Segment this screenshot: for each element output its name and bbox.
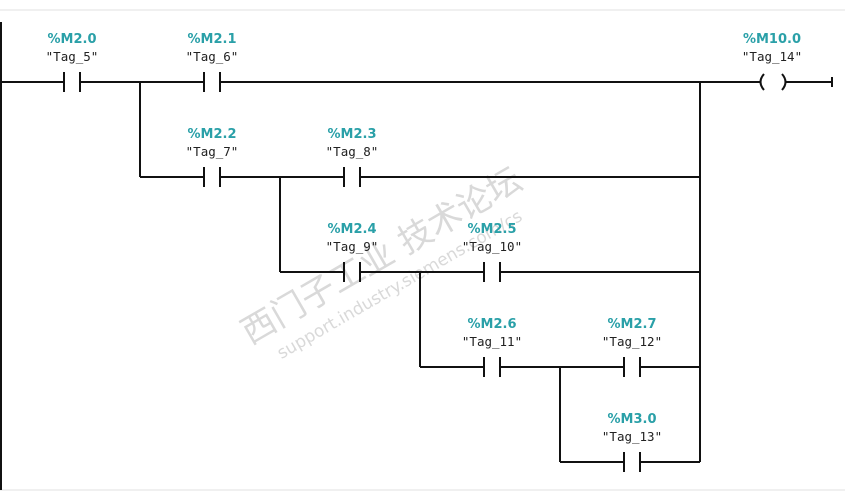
contact-address: %M2.0 — [48, 32, 97, 47]
contact-tag: "Tag_9" — [326, 239, 379, 254]
contact-address: %M2.5 — [468, 222, 517, 237]
contact-m2-2[interactable]: %M2.2 "Tag_7" — [186, 127, 239, 187]
wires — [0, 22, 833, 490]
coil-tag: "Tag_14" — [742, 49, 802, 64]
coil-m10-0[interactable]: %M10.0 "Tag_14" — [742, 32, 802, 91]
contact-address: %M2.6 — [468, 317, 517, 332]
contact-address: %M2.7 — [608, 317, 657, 332]
contact-m2-1[interactable]: %M2.1 "Tag_6" — [186, 32, 239, 92]
contact-address: %M2.3 — [328, 127, 377, 142]
contact-tag: "Tag_7" — [186, 144, 239, 159]
contact-m3-0[interactable]: %M3.0 "Tag_13" — [602, 412, 662, 472]
contact-tag: "Tag_8" — [326, 144, 379, 159]
contact-m2-0[interactable]: %M2.0 "Tag_5" — [46, 32, 99, 92]
coil-paren-left — [759, 73, 765, 91]
contact-m2-3[interactable]: %M2.3 "Tag_8" — [326, 127, 379, 187]
contact-m2-7[interactable]: %M2.7 "Tag_12" — [602, 317, 662, 377]
contact-address: %M3.0 — [608, 412, 657, 427]
contact-tag: "Tag_5" — [46, 49, 99, 64]
coil-address: %M10.0 — [743, 32, 801, 47]
contact-address: %M2.2 — [188, 127, 237, 142]
coil-paren-right — [781, 73, 787, 91]
contact-m2-4[interactable]: %M2.4 "Tag_9" — [326, 222, 379, 282]
contact-tag: "Tag_12" — [602, 334, 662, 349]
contact-tag: "Tag_10" — [462, 239, 522, 254]
contact-tag: "Tag_13" — [602, 429, 662, 444]
contact-tag: "Tag_11" — [462, 334, 522, 349]
contact-address: %M2.4 — [328, 222, 377, 237]
contact-tag: "Tag_6" — [186, 49, 239, 64]
contact-address: %M2.1 — [188, 32, 237, 47]
contact-m2-6[interactable]: %M2.6 "Tag_11" — [462, 317, 522, 377]
contact-m2-5[interactable]: %M2.5 "Tag_10" — [462, 222, 522, 282]
